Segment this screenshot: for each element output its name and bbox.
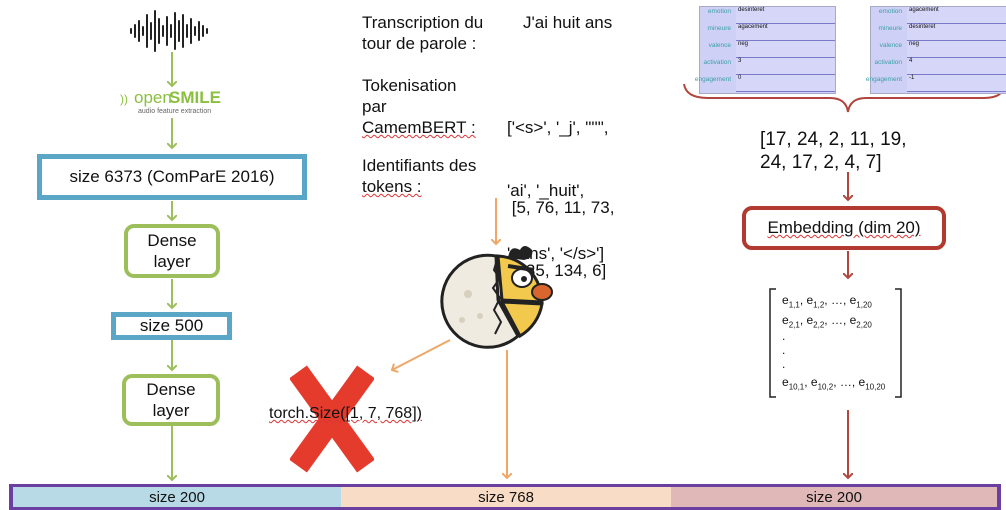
panel1-label-0: emotion	[707, 8, 731, 15]
feature-size-box: size 6373 (ComParE 2016)	[37, 154, 307, 200]
tokenisation-label-line3: CamemBERT :	[362, 118, 476, 137]
camembert-mascot-icon	[440, 246, 553, 349]
matrix-dot-2: .	[782, 343, 786, 357]
dense-layer-1-line1: Dense	[147, 231, 197, 250]
embedding-matrix: e1,1, e1,2, …, e1,20 e2,1, e2,2, …, e2,2…	[768, 287, 903, 399]
panel1-label-4: engagement	[694, 76, 731, 83]
panel2-label-0: emotion	[878, 8, 902, 15]
concat-segment-audio: size 200	[13, 487, 341, 507]
concat-segment-annotation-label: size 200	[806, 488, 862, 506]
tokenisation-label: Tokenisation par CamemBERT :	[362, 75, 476, 138]
panel1-label-3: activation	[703, 59, 731, 66]
matrix-dot-1: .	[782, 329, 786, 343]
panel2-value-2: neg	[907, 41, 1006, 58]
tokenisation-label-line2: par	[362, 97, 387, 116]
opensmile-prefix: open	[134, 88, 172, 107]
concat-segment-audio-label: size 200	[149, 488, 205, 506]
transcription-label-line1: Transcription du	[362, 13, 484, 32]
dense-layer-2: Dense layer	[122, 374, 220, 426]
panel2-label-2: valence	[879, 42, 902, 49]
dense-layer-2-line2: layer	[152, 401, 190, 420]
panel1-value-0: desinteret	[736, 7, 835, 24]
panel2-label-3: activation	[874, 59, 902, 66]
transcription-label-line2: tour de parole :	[362, 34, 477, 53]
matrix-dot-3: .	[782, 357, 786, 371]
tokenisation-value-line2: 'ai', '_huit',	[507, 181, 585, 200]
dense-layer-2-line1: Dense	[146, 380, 196, 399]
panel1-value-1: agacement	[736, 24, 835, 41]
annotation-indices: [17, 24, 2, 11, 19, 24, 17, 2, 4, 7]	[760, 128, 906, 174]
token-ids-label: Identifiants des tokens :	[362, 155, 476, 197]
concat-segment-annotation: size 200	[671, 487, 997, 507]
dense-layer-1: Dense layer	[124, 224, 220, 278]
panel2-value-1: desinteret	[907, 24, 1006, 41]
panel2-value-0: agacement	[907, 7, 1006, 24]
feature-size-label: size 6373 (ComParE 2016)	[69, 167, 275, 186]
annotation-indices-line1: [17, 24, 2, 11, 19,	[760, 129, 907, 150]
concat-segment-text: size 768	[341, 487, 671, 507]
annotation-indices-line2: 24, 17, 2, 4, 7]	[760, 152, 882, 173]
panel1-label-1: mineure	[707, 25, 731, 32]
tokenisation-value-line1: ['<s>', '_j', '"'",	[507, 118, 614, 137]
token-ids-label-line1: Identifiants des	[362, 156, 477, 175]
embedding-label: Embedding (dim 20)	[767, 218, 921, 237]
tokenisation-label-line1: Tokenisation	[362, 76, 457, 95]
matrix-brackets	[769, 288, 902, 398]
panel1-label-2: valence	[708, 42, 731, 49]
token-ids-value-line1: [5, 76, 11, 73,	[507, 198, 615, 217]
token-ids-label-line2: tokens :	[362, 177, 422, 196]
panel2-value-3: 4	[907, 58, 1006, 75]
matrix-row-10: e10,1, e10,2, …, e10,20	[782, 375, 886, 392]
discarded-output-shape: torch.Size([1, 7, 768])	[269, 405, 422, 422]
opensmile-brand: SMILE	[169, 88, 221, 107]
text-arrows	[392, 198, 507, 478]
size-500-label: size 500	[139, 316, 204, 335]
annotation-arrows	[683, 83, 1005, 478]
panel1-value-2: neg	[736, 41, 835, 58]
embedding-box: Embedding (dim 20)	[742, 206, 946, 250]
panel1-value-3: 3	[736, 58, 835, 75]
concat-bar-frame	[9, 484, 1001, 510]
matrix-row-2: e2,1, e2,2, …, e2,20	[782, 313, 872, 330]
panel2-label-4: engagement	[865, 76, 902, 83]
annotation-panel-2: emotion agacement mineure desinteret valen…	[866, 6, 1006, 94]
panel1-value-4: 0	[736, 75, 835, 92]
transcription-label: Transcription du tour de parole :	[362, 12, 483, 54]
panel2-label-1: mineure	[878, 25, 902, 32]
audio-waveform-icon	[130, 10, 214, 52]
matrix-row-1: e1,1, e1,2, …, e1,20	[782, 293, 872, 310]
red-cross-icon	[290, 365, 374, 473]
concat-segment-text-label: size 768	[478, 488, 534, 506]
opensmile-logo: )) open SMILE audio feature extraction	[120, 88, 221, 115]
size-500-box: size 500	[111, 312, 232, 340]
opensmile-tagline: audio feature extraction	[138, 108, 212, 115]
transcription-value: J'ai huit ans	[523, 13, 613, 32]
dense-layer-1-line2: layer	[153, 252, 191, 271]
panel2-value-4: -1	[907, 75, 1006, 92]
annotation-panel-1: emotion desinteret mineure agacement valen…	[695, 6, 836, 94]
